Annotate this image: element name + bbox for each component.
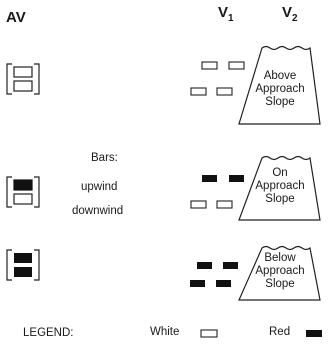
av-bar-downwind-white	[13, 80, 33, 92]
av-indicator-above	[6, 63, 40, 95]
slope-line: Approach	[255, 83, 305, 95]
slope-line: On	[272, 167, 288, 179]
header-v1-letter: V	[218, 4, 229, 21]
v1-lights-below	[190, 262, 238, 287]
slope-box-above	[238, 45, 321, 125]
slope-text-below: Below Approach Slope	[250, 252, 310, 291]
header-av: AV	[6, 9, 26, 26]
slope-line: Above	[263, 70, 297, 82]
slope-box-below	[238, 245, 321, 301]
v1-light-red	[190, 280, 205, 287]
av-bar-upwind-red	[13, 179, 33, 191]
v1-light-red	[197, 262, 212, 269]
legend-white-label: White	[150, 326, 180, 338]
v1-light-white	[201, 61, 218, 70]
v1-light-white	[216, 200, 233, 209]
v1-light-white	[216, 87, 233, 96]
slope-line: Approach	[255, 180, 305, 192]
bars-caption-title: Bars:	[91, 152, 118, 164]
v1-light-red	[223, 262, 238, 269]
v1-light-white	[228, 61, 245, 70]
slope-text-on: On Approach Slope	[250, 167, 310, 206]
legend-red-label: Red	[269, 326, 291, 338]
v1-light-red	[229, 175, 244, 182]
av-indicator-below	[6, 249, 40, 281]
bars-caption-upwind: upwind	[81, 181, 118, 193]
legend-white-swatch	[200, 329, 218, 338]
v1-lights-above	[190, 61, 245, 96]
av-bar-upwind-red	[14, 253, 32, 263]
header-v2: V2	[282, 5, 298, 24]
av-bar-downwind-red	[14, 267, 32, 277]
slope-line: Approach	[255, 265, 305, 277]
bars-caption-downwind: downwind	[72, 205, 124, 217]
legend-label: LEGEND:	[23, 327, 74, 339]
v1-light-red	[202, 175, 217, 182]
slope-line: Below	[264, 252, 296, 264]
slope-line: Slope	[265, 96, 295, 108]
header-v1: V1	[218, 5, 234, 24]
av-indicator-on	[6, 176, 40, 208]
v1-light-white	[190, 200, 207, 209]
av-bar-upwind-white	[13, 66, 33, 78]
header-v2-letter: V	[282, 4, 293, 21]
header-v1-sub: 1	[228, 13, 234, 24]
av-bar-downwind-white	[13, 193, 33, 205]
v1-light-white	[190, 87, 207, 96]
v1-light-red	[216, 280, 231, 287]
slope-line: Slope	[265, 278, 295, 290]
header-v2-sub: 2	[292, 13, 298, 24]
slope-text-above: Above Approach Slope	[250, 70, 310, 109]
slope-line: Slope	[265, 193, 295, 205]
v1-lights-on	[190, 175, 244, 209]
legend-red-swatch	[306, 330, 322, 337]
slope-box-on	[238, 155, 321, 221]
